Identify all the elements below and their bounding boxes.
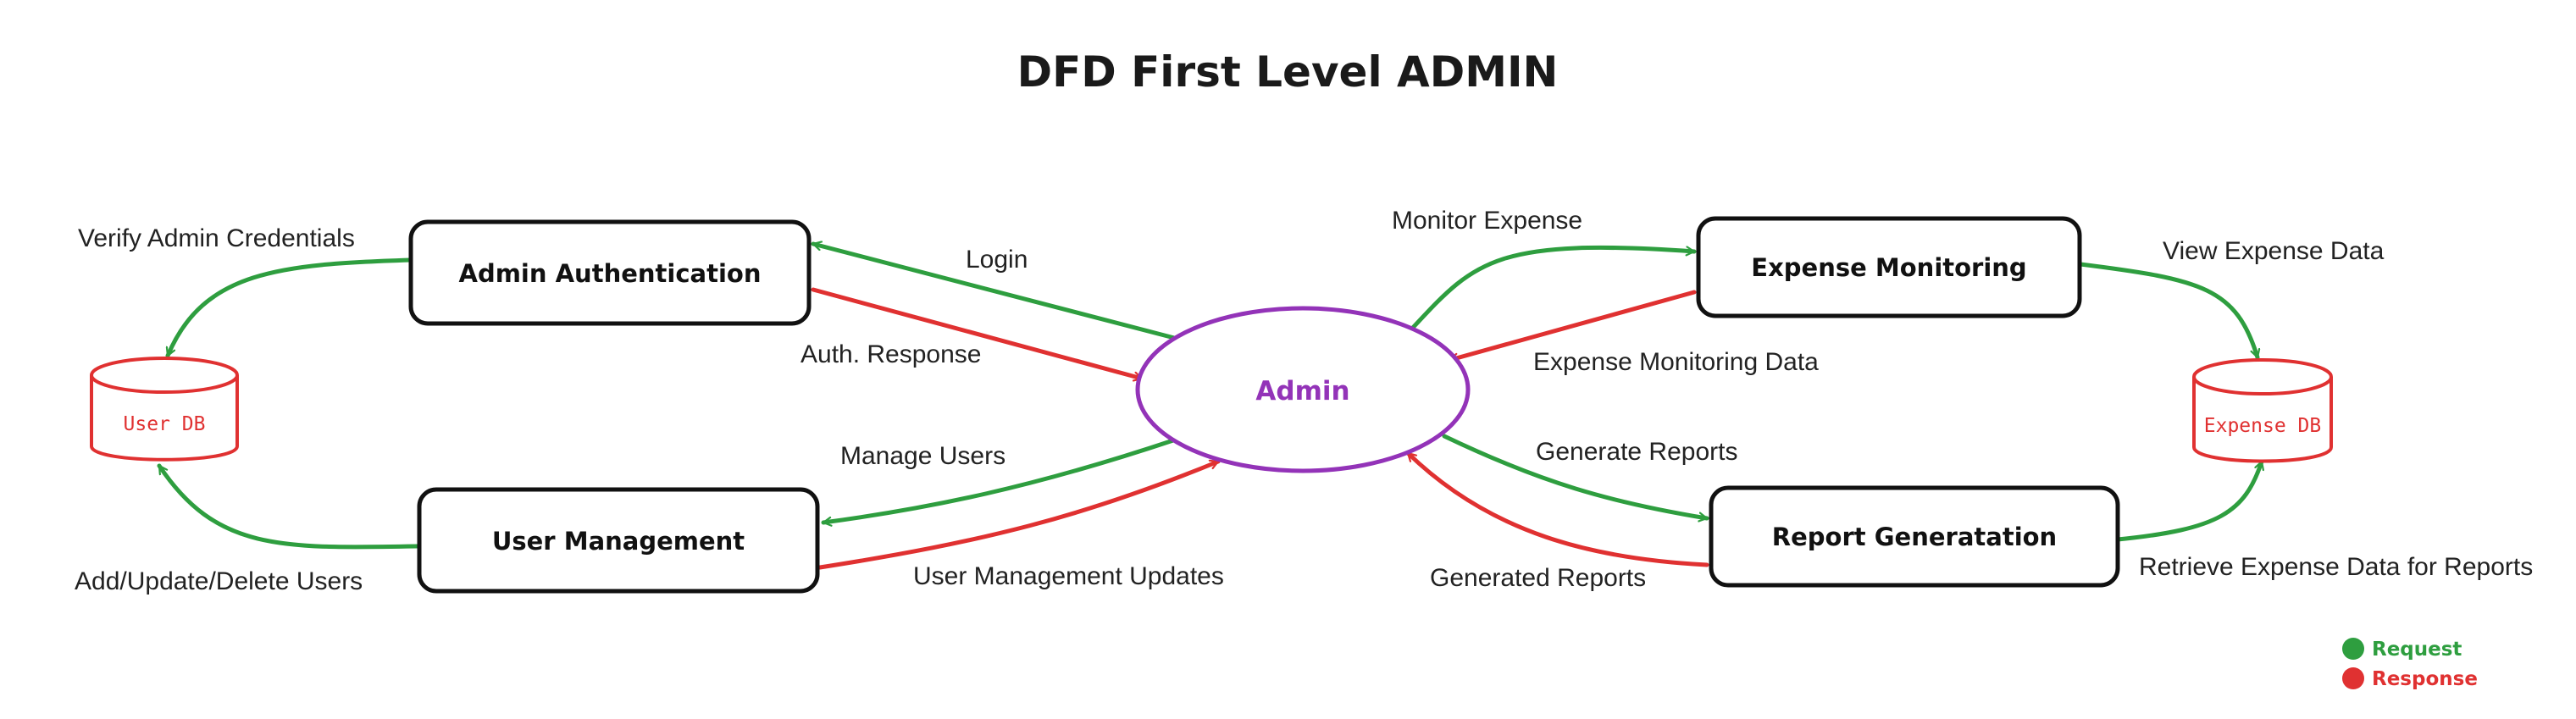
user-db: User DB [90,357,239,462]
flow-label-generated-reports: Generated Reports [1430,564,1646,592]
arrow-generated-reports [1405,451,1709,567]
flow-label-generate-reports: Generate Reports [1536,438,1737,466]
legend-response-dot [2342,667,2364,689]
arrow-generate-reports [1442,434,1709,518]
flow-label-user-mgmt-updates: User Management Updates [913,562,1224,590]
flow-label-login: Login [966,246,1028,274]
legend: Request Response [2342,638,2478,690]
user-management-box: User Management [417,487,820,594]
admin-node: Admin [1135,306,1471,473]
flow-label-auth-response: Auth. Response [800,340,981,368]
arrow-auth-response [811,287,1144,379]
arrow-retrieve-expense-data [2115,459,2262,542]
diagram-title: DFD First Level ADMIN [1017,47,1559,97]
report-generation-label: Report Generatation [1772,523,2057,551]
admin-authentication-box: Admin Authentication [408,219,812,326]
admin-label: Admin [1255,376,1349,407]
expense-db-label: Expense DB [2204,415,2321,437]
flow-label-view-expense: View Expense Data [2163,237,2385,265]
admin-authentication-label: Admin Authentication [459,259,762,288]
arrow-expense-mon-data [1448,290,1697,360]
user-db-label: User DB [124,413,206,435]
arrow-add-update-delete [157,463,422,550]
flow-label-retrieve-expense: Retrieve Expense Data for Reports [2139,553,2533,581]
legend-request-label: Request [2372,639,2462,661]
legend-request-dot [2342,638,2364,660]
flow-label-verify-credentials: Verify Admin Credentials [78,224,355,252]
arrow-verify-credentials [165,257,413,358]
flow-label-expense-mon-data: Expense Monitoring Data [1533,348,1819,376]
flow-label-manage-users: Manage Users [840,442,1005,470]
expense-monitoring-box: Expense Monitoring [1696,216,2082,318]
arrow-view-expense-data [2078,262,2257,360]
flow-label-add-update-delete: Add/Update/Delete Users [75,567,363,595]
flow-label-monitor-expense: Monitor Expense [1392,207,1582,235]
arrow-user-mgmt-updates [817,459,1221,570]
report-generation-box: Report Generatation [1709,485,2120,588]
arrow-login [811,244,1180,341]
legend-response-label: Response [2372,668,2478,690]
expense-db: Expense DB [2192,358,2333,463]
expense-monitoring-label: Expense Monitoring [1751,253,2026,282]
user-management-label: User Management [492,527,745,556]
arrow-monitor-expense [1408,245,1697,333]
arrow-manage-users [821,438,1176,523]
